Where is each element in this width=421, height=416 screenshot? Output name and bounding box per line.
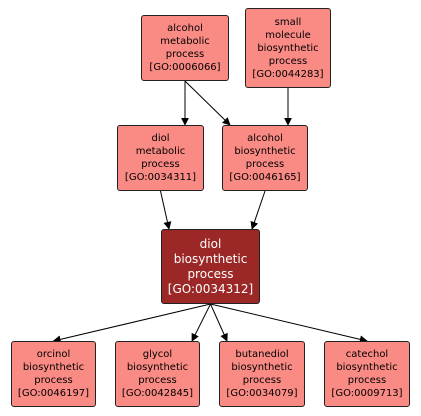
edge-diol-metabolic-to-diol-biosynth bbox=[160, 190, 172, 230]
node-label-line: process bbox=[34, 375, 73, 386]
node-label-line: process bbox=[347, 375, 387, 386]
node-label-line: diol bbox=[151, 133, 170, 144]
node-label-line: molecule bbox=[265, 29, 311, 41]
edge-diol-biosynth-to-glycol bbox=[191, 303, 211, 342]
node-label-line: orcinol bbox=[36, 349, 71, 360]
node-label-line: process bbox=[141, 159, 180, 170]
node-label-line: process bbox=[138, 375, 177, 386]
node-label-line: process bbox=[268, 55, 308, 67]
node-label-line: metabolic bbox=[160, 36, 210, 47]
node-label-line: alcohol bbox=[247, 133, 283, 144]
node-go-id: [GO:0046197] bbox=[17, 388, 90, 399]
node-go-id: [GO:0009713] bbox=[331, 388, 403, 399]
node-label-line: small bbox=[274, 16, 302, 28]
node-label-line: glycol bbox=[142, 349, 173, 360]
edge-diol-biosynth-to-butanediol bbox=[210, 303, 228, 342]
edge-alcohol-biosynth-to-diol-biosynth bbox=[250, 190, 266, 230]
edge-diol-biosynth-to-catechol bbox=[210, 303, 368, 344]
node-alcohol-biosynthetic-process[interactable]: alcohol biosynthetic process [GO:0046165… bbox=[222, 125, 308, 191]
node-label-line: process bbox=[187, 266, 234, 281]
node-label-line: biosynthetic bbox=[173, 251, 248, 266]
node-label-line: diol bbox=[199, 236, 222, 251]
node-label-line: biosynthetic bbox=[234, 146, 296, 157]
node-label-line: process bbox=[245, 159, 285, 170]
edge-alcohol-metabolic-to-alcohol-biosynth bbox=[184, 80, 231, 126]
node-label-line: catechol bbox=[345, 349, 389, 360]
node-go-id: [GO:0034311] bbox=[124, 172, 197, 183]
node-go-id: [GO:0034079] bbox=[226, 388, 298, 399]
node-butanediol-biosynthetic-process[interactable]: butanediol biosynthetic process [GO:0034… bbox=[219, 341, 305, 407]
node-label-line: process bbox=[165, 49, 205, 60]
node-catechol-biosynthetic-process[interactable]: catechol biosynthetic process [GO:000971… bbox=[324, 341, 410, 407]
node-label-line: biosynthetic bbox=[126, 362, 189, 373]
node-label-line: process bbox=[242, 375, 282, 386]
node-label-line: biosynthetic bbox=[257, 42, 319, 54]
node-label-line: biosynthetic bbox=[336, 362, 398, 373]
node-label-line: biosynthetic bbox=[22, 362, 85, 373]
node-small-molecule-biosynthetic-process[interactable]: small molecule biosynthetic process [GO:… bbox=[245, 8, 331, 88]
node-diol-biosynthetic-process-focus[interactable]: diol biosynthetic process [GO:0034312] bbox=[161, 229, 260, 304]
node-orcinol-biosynthetic-process[interactable]: orcinol biosynthetic process [GO:0046197… bbox=[11, 341, 96, 407]
edge-diol-biosynth-to-orcinol bbox=[52, 303, 211, 344]
node-go-id: [GO:0034312] bbox=[167, 281, 254, 296]
node-go-id: [GO:0044283] bbox=[252, 68, 324, 80]
node-label-line: biosynthetic bbox=[231, 362, 293, 373]
node-label-line: alcohol bbox=[167, 23, 203, 34]
node-alcohol-metabolic-process[interactable]: alcohol metabolic process [GO:0006066] bbox=[141, 15, 229, 81]
node-label-line: butanediol bbox=[235, 349, 289, 360]
node-diol-metabolic-process[interactable]: diol metabolic process [GO:0034311] bbox=[117, 125, 204, 191]
node-go-id: [GO:0006066] bbox=[149, 62, 221, 73]
node-go-id: [GO:0046165] bbox=[229, 172, 301, 183]
node-label-line: metabolic bbox=[135, 146, 186, 157]
node-go-id: [GO:0042845] bbox=[121, 388, 194, 399]
node-glycol-biosynthetic-process[interactable]: glycol biosynthetic process [GO:0042845] bbox=[115, 341, 200, 407]
